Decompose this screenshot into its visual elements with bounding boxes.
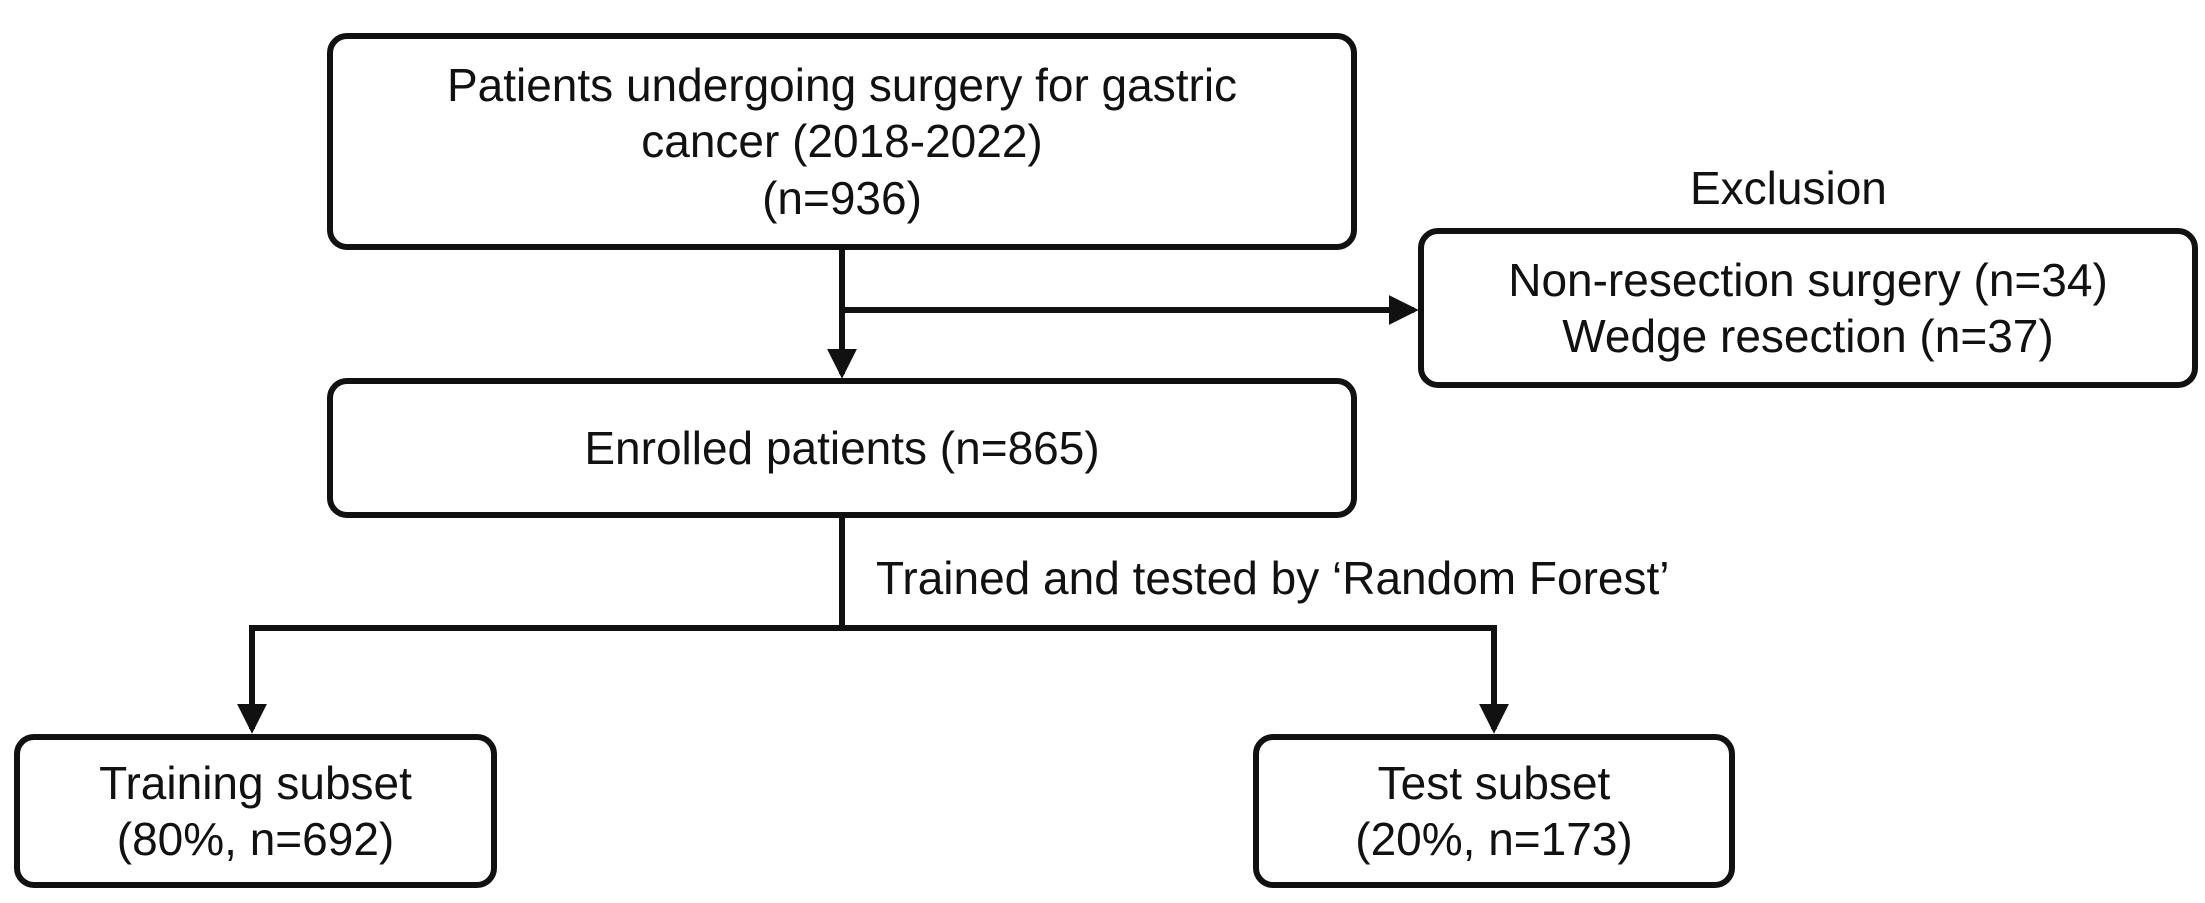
- patients-box-line1: Patients undergoing surgery for gastric: [446, 59, 1238, 112]
- test-box-line2: (20%, n=173): [1355, 813, 1633, 865]
- exclusion-box-line1: Non-resection surgery (n=34): [1508, 253, 2108, 306]
- exclusion-box-line2: Wedge resection (n=37): [1562, 310, 2054, 362]
- patients-box-line3: (n=936): [762, 171, 922, 224]
- patients-box-line2: cancer (2018-2022): [641, 115, 1043, 168]
- enrolled-box-line1: Enrolled patients (n=865): [584, 421, 1100, 474]
- enrolled-box: Enrolled patients (n=865): [327, 378, 1357, 518]
- exclusion-heading: Exclusion: [1690, 162, 1887, 214]
- test-box-line1: Test subset: [1377, 756, 1611, 809]
- test-subset-box: Test subset (20%, n=173): [1253, 734, 1735, 888]
- patients-box: Patients undergoing surgery for gastric …: [327, 33, 1357, 250]
- training-box-line1: Training subset: [99, 756, 412, 809]
- split-method-label: Trained and tested by ‘Random Forest’: [876, 552, 1670, 604]
- training-subset-box: Training subset (80%, n=692): [14, 734, 497, 888]
- training-box-line2: (80%, n=692): [116, 813, 395, 865]
- exclusion-box: Non-resection surgery (n=34) Wedge resec…: [1418, 228, 2198, 388]
